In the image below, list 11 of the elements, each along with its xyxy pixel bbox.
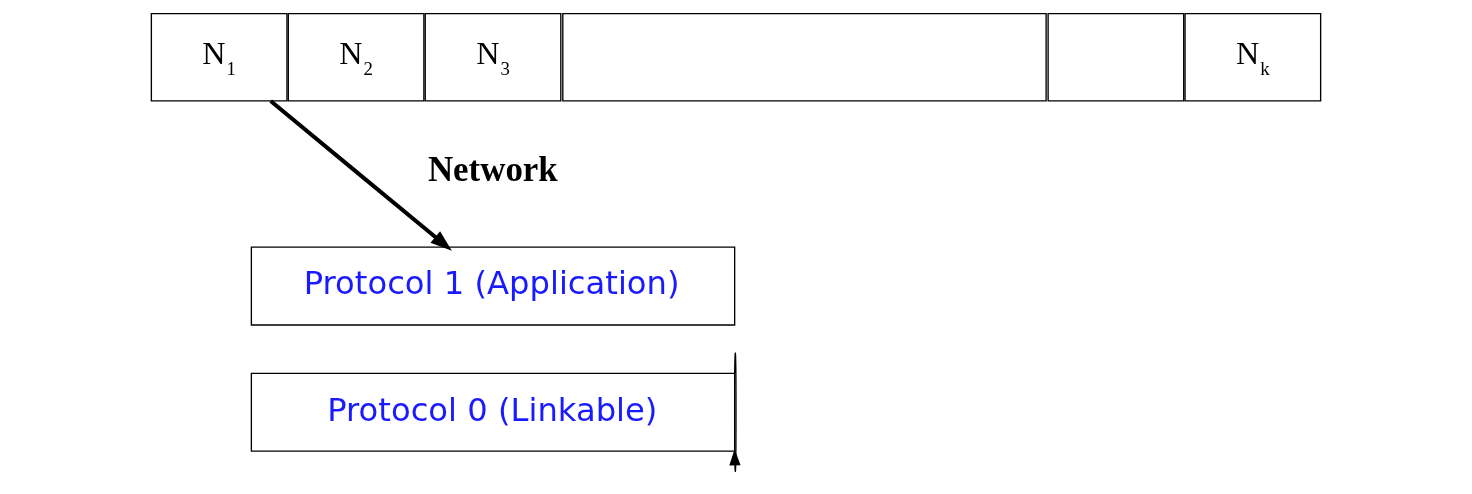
node-box: N$_{k}$ bbox=[1184, 12, 1322, 102]
node-box: Protocol 0 (Linkable) bbox=[250, 372, 736, 452]
node-box bbox=[562, 12, 1047, 102]
node-box: N$_{2}$ bbox=[287, 12, 425, 102]
arrow bbox=[269, 99, 452, 251]
label: Network bbox=[427, 150, 558, 190]
node-box bbox=[1047, 12, 1185, 102]
node-box: Protocol 1 (Application) bbox=[250, 246, 736, 326]
node-box: N$_{1}$ bbox=[150, 12, 288, 102]
node-box: N$_{3}$ bbox=[424, 12, 562, 102]
arrow bbox=[729, 352, 741, 473]
